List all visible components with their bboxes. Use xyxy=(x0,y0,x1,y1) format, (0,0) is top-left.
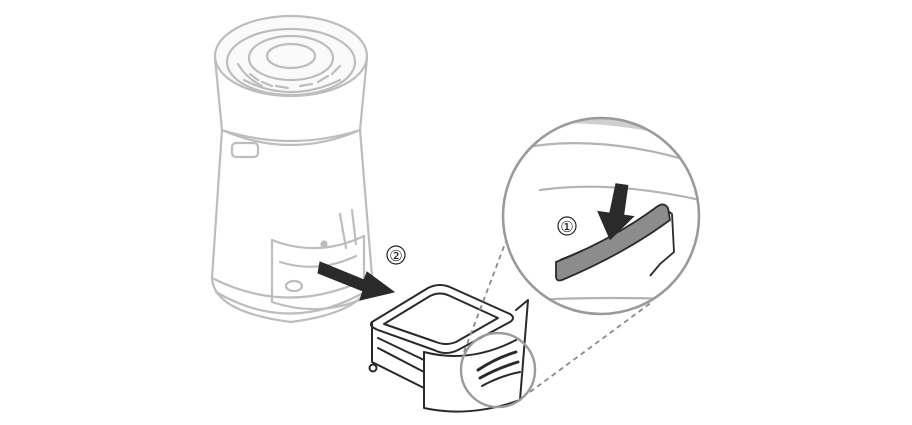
step-1-label: ① xyxy=(560,218,573,236)
water-tray xyxy=(368,284,529,413)
step-1-marker: ① xyxy=(557,216,577,236)
step-2-label: ② xyxy=(389,247,402,265)
magnified-latch-detail xyxy=(501,116,701,316)
zoom-callout-icon xyxy=(459,211,653,409)
step-2-marker: ② xyxy=(386,245,406,265)
release-latch xyxy=(555,203,671,282)
down-arrow-icon xyxy=(597,183,635,241)
pull-arrow-icon xyxy=(317,261,396,301)
